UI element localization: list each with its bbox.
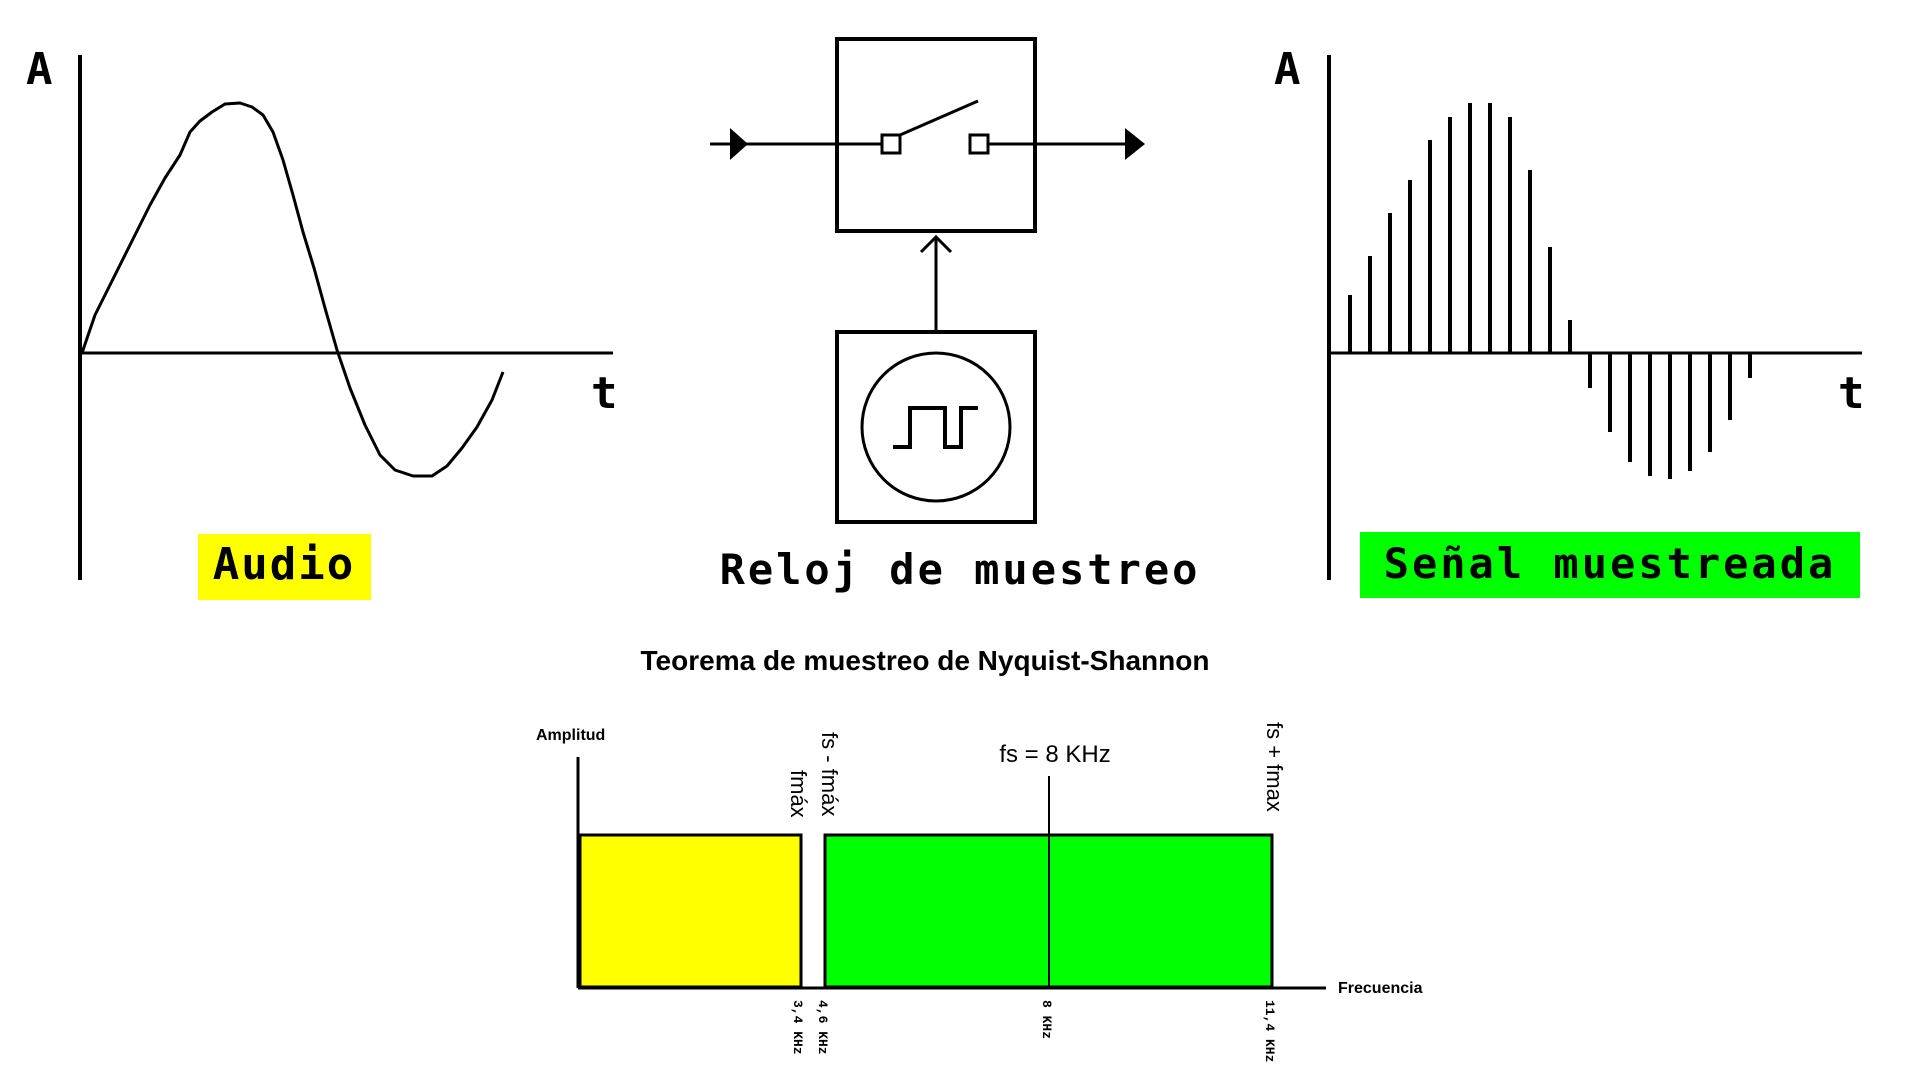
clock-control-arrow-icon: [919, 234, 953, 254]
audio-waveform: [80, 101, 505, 478]
switch-box: [835, 37, 1037, 233]
audio-caption: Audio: [213, 539, 355, 590]
audio-x-axis-label: t: [591, 368, 618, 419]
switch-blade: [899, 99, 979, 137]
fmax-marker-label: fmáx: [786, 770, 811, 818]
baseband-spectrum: [578, 833, 803, 989]
nyquist-spectrum: Teorema de muestreo de Nyquist-Shannon A…: [536, 645, 1423, 1062]
clock-box: [835, 330, 1037, 524]
tick-label: 11,4 KHz: [1262, 1000, 1277, 1062]
spectrum-y-axis-label: Amplitud: [536, 727, 605, 744]
sampled-caption: Señal muestreada: [1384, 539, 1837, 588]
sampled-signal-panel: A t Señal muestrea: [1274, 44, 1865, 598]
sampled-x-axis-label: t: [1838, 368, 1865, 419]
spectrum-title: Teorema de muestreo de Nyquist-Shannon: [641, 645, 1210, 676]
sampled-caption-highlight: [1360, 532, 1860, 598]
clock-caption: Reloj de muestreo: [720, 545, 1201, 594]
audio-panel: A t Audio: [26, 44, 618, 600]
sampled-y-axis-label: A: [1274, 44, 1301, 95]
spectrum-x-axis-label: Frecuencia: [1338, 980, 1423, 997]
square-wave-icon: [893, 406, 978, 449]
tick-label: 4,6 KHz: [815, 1000, 830, 1055]
fs-marker-label: fs = 8 KHz: [999, 741, 1110, 768]
tick-label: 3,4 KHz: [790, 1000, 805, 1055]
switch-contact-right: [968, 133, 990, 155]
sample-impulses: [1348, 103, 1752, 479]
clock-dial: [860, 351, 1012, 503]
output-arrow-icon: [1125, 128, 1145, 160]
sampling-clock-panel: Reloj de muestreo: [710, 37, 1201, 594]
fs-minus-fmax-marker-label: fs - fmáx: [817, 732, 842, 816]
audio-caption-highlight: [198, 534, 371, 600]
input-arrow-icon: [730, 128, 748, 160]
fs-plus-fmax-marker-label: fs + fmax: [1262, 722, 1287, 812]
tick-label: 8 KHz: [1039, 1000, 1054, 1039]
switch-contact-left: [880, 133, 902, 155]
audio-y-axis-label: A: [26, 44, 53, 95]
